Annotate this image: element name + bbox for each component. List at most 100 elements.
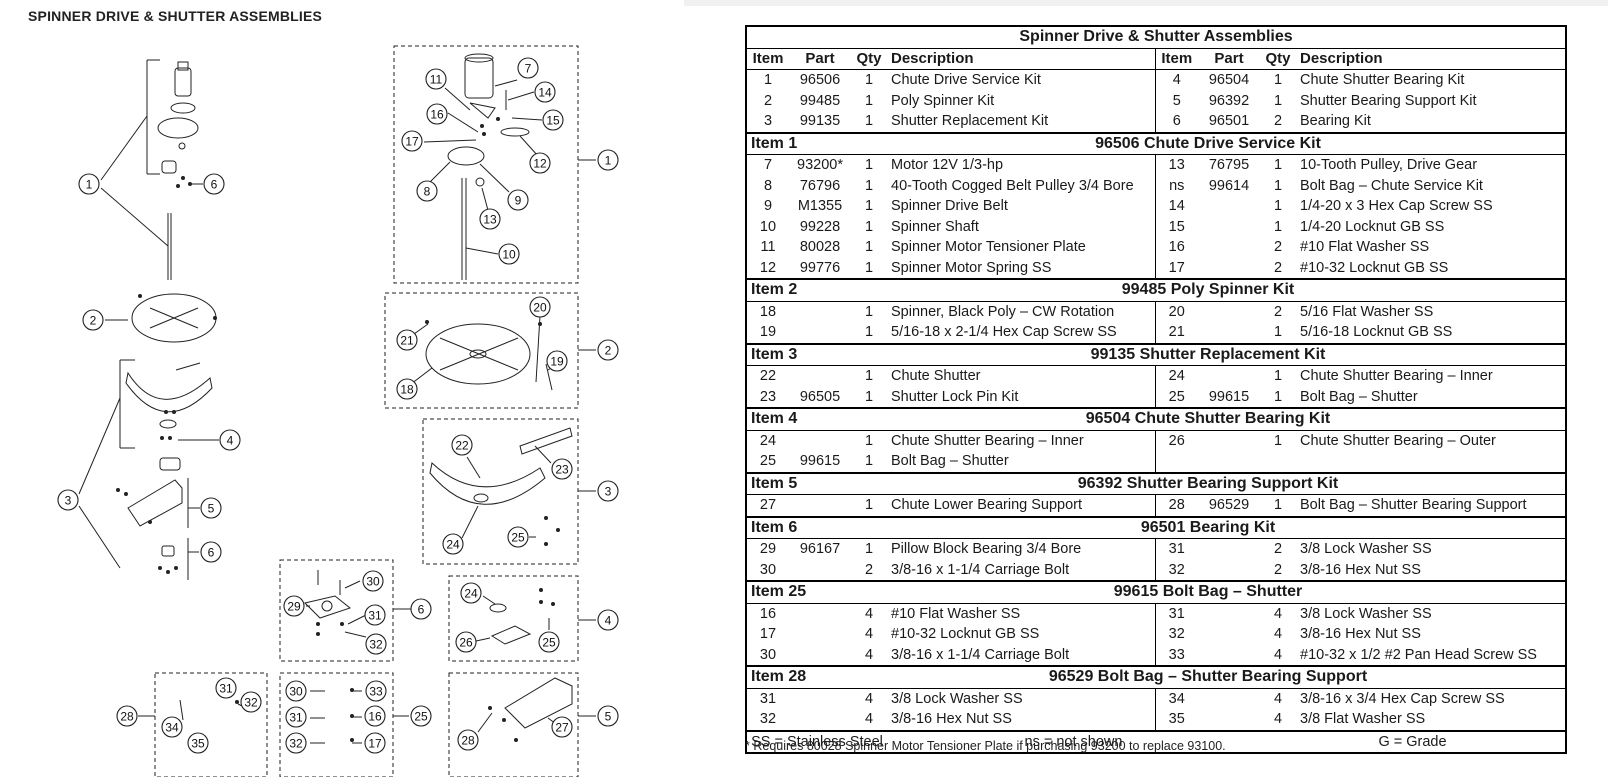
description-cell xyxy=(1296,451,1566,473)
item-cell: 11 xyxy=(760,239,776,256)
description-cell: Spinner Drive Belt xyxy=(887,196,1156,217)
qty-cell: 1 xyxy=(864,388,874,405)
qty-cell: 1 xyxy=(864,324,874,341)
description-cell: Bearing Kit xyxy=(1300,113,1371,130)
callout-2: 2 xyxy=(597,339,619,361)
svg-text:2: 2 xyxy=(605,344,612,358)
description-cell: Chute Shutter Bearing Kit xyxy=(1300,72,1465,89)
legend-note: SS = Stainless Steel xyxy=(746,729,887,753)
part-cell: 96506 xyxy=(799,72,841,89)
item-cell: 21 xyxy=(1168,324,1185,341)
svg-text:9: 9 xyxy=(515,194,522,208)
svg-text:31: 31 xyxy=(368,609,382,623)
description-cell: 10-Tooth Pulley, Drive Gear xyxy=(1300,157,1478,174)
description-cell: Spinner Shaft xyxy=(887,216,1156,237)
part-cell xyxy=(1198,645,1260,667)
legend-note: ns = not shown xyxy=(887,729,1260,753)
item-cell: 22 xyxy=(759,368,777,385)
section-title: 96501 Bearing Kit xyxy=(851,515,1567,539)
item-cell: 19 xyxy=(759,324,777,341)
description-cell: 3/8-16 Hex Nut SS xyxy=(887,709,1156,731)
svg-text:6: 6 xyxy=(208,546,215,560)
description-cell: Chute Lower Bearing Support xyxy=(887,494,1156,517)
qty-cell: 1 xyxy=(864,198,874,215)
part-cell: 96501 xyxy=(1208,113,1250,130)
qty-cell: 1 xyxy=(864,453,874,470)
qty-cell: 1 xyxy=(864,157,874,174)
svg-text:34: 34 xyxy=(165,721,179,735)
svg-text:25: 25 xyxy=(511,531,525,545)
table-title: Spinner Drive & Shutter Assemblies xyxy=(746,26,1567,49)
callout-6: 6 xyxy=(410,598,432,620)
svg-text:30: 30 xyxy=(366,575,380,589)
bearing-support-detail xyxy=(504,677,573,729)
description-cell: Motor 12V 1/3-hp xyxy=(887,154,1156,176)
part-cell: 93200* xyxy=(797,157,843,174)
fastener-marks xyxy=(116,117,560,742)
item-cell: 33 xyxy=(1168,646,1185,663)
item-cell: 30 xyxy=(759,646,777,663)
svg-text:1: 1 xyxy=(86,178,93,192)
svg-text:3: 3 xyxy=(605,485,612,499)
description-cell: 3/8 Lock Washer SS xyxy=(1300,541,1432,558)
column-header-item: Item xyxy=(1155,48,1198,70)
callout-17: 17 xyxy=(364,732,386,754)
qty-cell: 1 xyxy=(1273,198,1283,215)
qty-cell: 1 xyxy=(864,92,874,109)
description-cell: 5/16 Flat Washer SS xyxy=(1300,303,1434,320)
description-cell: Chute Shutter Bearing – Inner xyxy=(1300,368,1493,385)
description-cell: #10 Flat Washer SS xyxy=(1300,239,1430,256)
callout-33: 33 xyxy=(365,680,387,702)
item-cell: 17 xyxy=(1168,259,1185,276)
qty-cell: 1 xyxy=(864,303,874,320)
item-cell: 12 xyxy=(759,259,777,276)
part-cell: 99228 xyxy=(799,218,841,235)
qty-cell: 4 xyxy=(864,711,874,728)
item-cell: 27 xyxy=(759,497,777,514)
callout-6: 6 xyxy=(200,541,222,563)
part-cell xyxy=(789,688,851,709)
svg-text:17: 17 xyxy=(368,737,382,751)
svg-text:4: 4 xyxy=(227,434,234,448)
section-title: 96506 Chute Drive Service Kit xyxy=(851,131,1567,155)
column-header-item: Item xyxy=(746,48,789,70)
assembly-box-item-4 xyxy=(448,575,579,662)
callout-6: 6 xyxy=(203,173,225,195)
callout-32: 32 xyxy=(285,732,307,754)
assembly-box-item-25 xyxy=(279,672,394,777)
description-cell: Shutter Lock Pin Kit xyxy=(887,386,1156,408)
callout-16: 16 xyxy=(364,705,386,727)
svg-text:11: 11 xyxy=(430,73,443,87)
callout-32: 32 xyxy=(365,633,387,655)
part-cell: 99485 xyxy=(799,92,841,109)
assembly-box-item-6 xyxy=(279,559,394,662)
item-cell: 15 xyxy=(1168,218,1185,235)
qty-cell: 2 xyxy=(864,561,874,578)
part-cell: 80028 xyxy=(799,239,841,256)
item-cell: 30 xyxy=(759,561,777,578)
section-label: Item 1 xyxy=(746,131,851,155)
svg-text:7: 7 xyxy=(525,62,532,76)
svg-text:30: 30 xyxy=(289,685,303,699)
svg-text:28: 28 xyxy=(120,710,134,724)
section-label: Item 28 xyxy=(746,665,851,689)
item-cell: 7 xyxy=(763,157,773,174)
part-cell xyxy=(1198,196,1260,217)
svg-text:16: 16 xyxy=(368,710,382,724)
qty-cell: 1 xyxy=(864,259,874,276)
item-cell: 13 xyxy=(1168,157,1185,174)
item-cell: 29 xyxy=(759,541,777,558)
section-label: Item 6 xyxy=(746,515,851,539)
column-header-description: Description xyxy=(1296,48,1567,70)
assembly-box-item-28 xyxy=(154,672,268,777)
description-cell: Chute Shutter xyxy=(887,365,1156,387)
description-cell: 1/4-20 Locknut GB SS xyxy=(1300,218,1445,235)
section-label: Item 3 xyxy=(746,342,851,366)
description-cell: Chute Shutter Bearing – Inner xyxy=(887,430,1156,451)
item-cell: 35 xyxy=(1168,711,1185,728)
callout-17: 17 xyxy=(401,130,423,152)
callout-26: 26 xyxy=(455,631,477,653)
item-cell: 6 xyxy=(1172,113,1181,130)
